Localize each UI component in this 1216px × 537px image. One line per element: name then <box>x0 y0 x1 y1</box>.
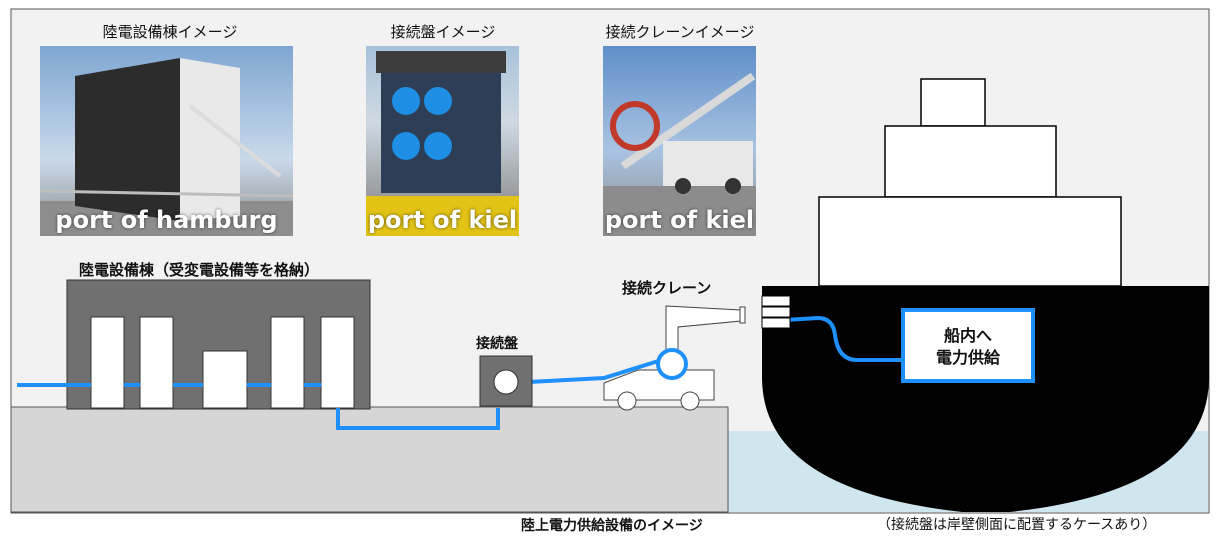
crane-wheel <box>680 391 700 411</box>
connection-panel <box>479 355 533 407</box>
building-unit <box>139 316 174 409</box>
ship-tier-3 <box>818 196 1122 287</box>
photo-label-building: 陸電設備棟イメージ <box>102 23 238 41</box>
ship-socket <box>761 306 791 318</box>
crane-photo-illustration <box>603 72 756 236</box>
building-label: 陸電設備棟（受変電設備等を格納） <box>79 261 320 279</box>
ship-connection-box <box>761 295 791 329</box>
substation-building <box>66 279 371 410</box>
photo-label-crane: 接続クレーンイメージ <box>605 23 755 41</box>
crane-wheel <box>617 391 637 411</box>
supply-box-line2: 電力供給 <box>935 348 1000 367</box>
watermark-crane: port of kiel <box>604 206 755 234</box>
crane-label: 接続クレーン <box>622 279 712 297</box>
building-unit <box>90 316 125 409</box>
onboard-supply-box <box>901 308 1035 383</box>
ship <box>762 78 1209 512</box>
connection-crane <box>603 305 746 411</box>
ship-tier-1 <box>920 78 986 127</box>
photo-building: port of hamburg <box>40 46 293 236</box>
photo-crane: port of kiel <box>603 46 756 236</box>
ship-socket <box>761 317 791 329</box>
photo-panel: port of kiel <box>366 46 519 236</box>
ship-hull <box>762 286 1209 512</box>
watermark-building: port of hamburg <box>55 206 278 234</box>
panel-photo-illustration <box>366 51 519 236</box>
figure-note: （接続盤は岸壁側面に配置するケースあり） <box>877 517 1157 533</box>
photo-label-panel: 接続盤イメージ <box>390 23 496 41</box>
building-photo-illustration <box>40 58 293 236</box>
ship-tier-2 <box>884 125 1057 198</box>
cable-underground <box>336 408 500 430</box>
building-unit <box>320 316 355 409</box>
figure-caption: 陸上電力供給設備のイメージ <box>521 518 703 534</box>
panel-label: 接続盤 <box>476 336 518 352</box>
ship-socket <box>761 295 791 307</box>
panel-socket <box>493 369 519 395</box>
watermark-panel: port of kiel <box>367 206 518 234</box>
building-unit <box>270 316 305 409</box>
crane-reel <box>656 348 688 380</box>
crane-arm-tip <box>739 306 746 324</box>
cable-to-ship <box>784 315 903 362</box>
supply-box-line1: 船内へ <box>943 326 992 345</box>
quay-ground <box>10 406 729 513</box>
building-unit <box>202 350 248 409</box>
